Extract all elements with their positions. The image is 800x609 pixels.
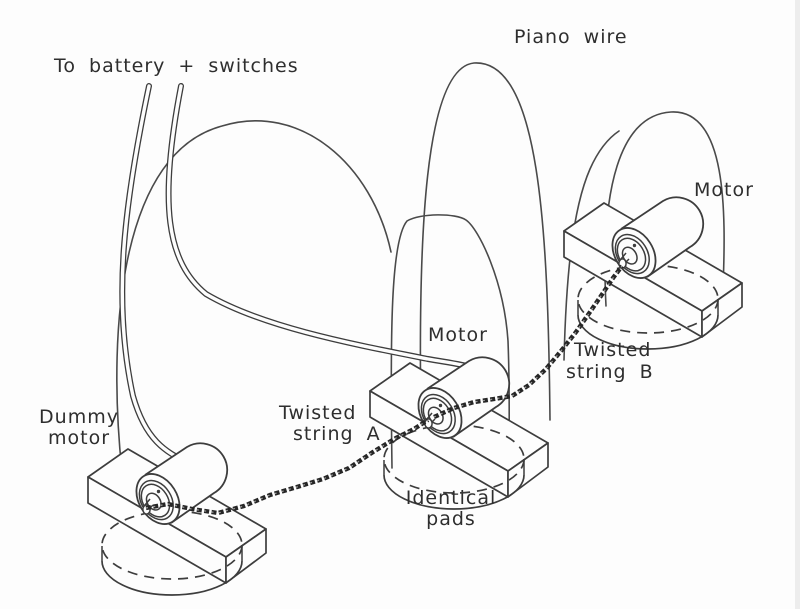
battery-wire-pair-dummy-core bbox=[120, 84, 190, 465]
right-motor-station bbox=[563, 196, 743, 350]
twisted-strings bbox=[145, 264, 624, 516]
scan-edge-artifact bbox=[795, 0, 800, 609]
label-dummy-motor-line1: Dummy bbox=[39, 406, 119, 428]
piano-wire-arch-left bbox=[116, 120, 392, 473]
label-piano-wire: Piano wire bbox=[514, 26, 628, 48]
piano-wire-arch-tall bbox=[419, 62, 551, 421]
dummy-motor-station bbox=[87, 442, 267, 596]
battery-wires bbox=[119, 83, 495, 466]
label-twisted-string-b-line1: Twisted bbox=[574, 339, 652, 361]
label-identical-pads-line1: Identical bbox=[405, 487, 497, 509]
label-motor-right: Motor bbox=[694, 179, 754, 201]
label-dummy-motor-line2: motor bbox=[47, 427, 111, 449]
battery-wire-pair-motor-core bbox=[166, 84, 494, 382]
label-identical-pads-line2: pads bbox=[426, 508, 476, 530]
label-twisted-string-b-line2: string B bbox=[566, 361, 654, 383]
twisted-string-a-highlight bbox=[145, 419, 429, 514]
label-motor-center: Motor bbox=[428, 324, 488, 346]
label-twisted-string-a-line1: Twisted bbox=[279, 402, 357, 424]
battery-wire-pair-dummy bbox=[119, 83, 191, 466]
label-battery-switches: To battery + switches bbox=[54, 55, 299, 77]
piano-wire-connector bbox=[563, 130, 620, 361]
label-dummy-motor: Dummy motor bbox=[33, 407, 125, 449]
label-twisted-string-a-line2: string A bbox=[293, 423, 381, 445]
label-identical-pads: Identical pads bbox=[401, 488, 501, 530]
